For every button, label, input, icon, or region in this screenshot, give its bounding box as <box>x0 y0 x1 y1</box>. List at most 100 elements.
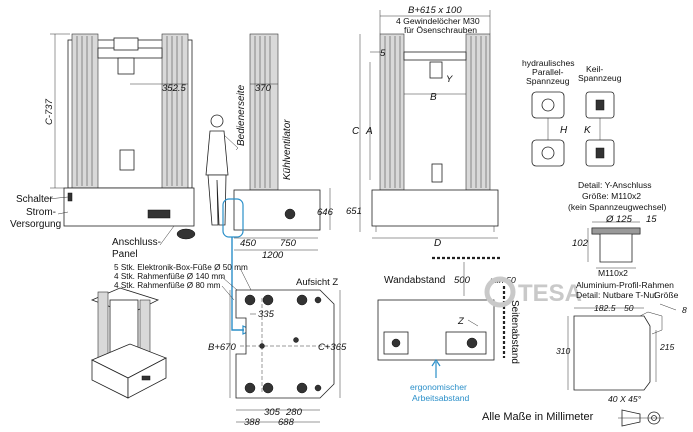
dim-335: 335 <box>258 309 275 320</box>
note-holes-1: 4 Gewindelöcher M30 <box>396 16 480 26</box>
dim-388: 388 <box>244 417 261 428</box>
dim-215: 215 <box>659 342 675 352</box>
profile-size-label: Größe <box>654 290 679 300</box>
profile-title: Aluminium-Profil-Rahmen <box>576 280 674 290</box>
dim-305: 305 <box>264 407 281 418</box>
label-operator-side: Bedienerseite <box>236 84 247 146</box>
watermark-text: TESA <box>518 280 582 307</box>
label-switch: Schalter <box>16 194 53 205</box>
front-switch <box>67 192 73 202</box>
dim-646: 646 <box>317 207 334 218</box>
watermark-logo: TESA <box>484 276 582 308</box>
right-right-column <box>465 33 491 191</box>
access-highlight <box>222 198 244 238</box>
dim-750: 750 <box>280 238 297 249</box>
wall-machine-right-box <box>445 331 487 355</box>
grip-hydraulic-2: Parallel- <box>532 67 564 77</box>
ergonomic-arrow-icon <box>431 358 441 367</box>
feet-note-2: 4 Stk. Rahmenfüße Ø 140 mm <box>114 272 225 281</box>
dim-651: 651 <box>346 206 362 217</box>
watermark-gear-icon <box>484 276 516 308</box>
right-crosshead <box>403 51 467 61</box>
profile-slot <box>639 311 663 335</box>
front-control-display <box>147 209 171 219</box>
grip-hydraulic-1: hydraulisches <box>522 58 575 68</box>
label-c: C <box>352 126 360 137</box>
label-y: Y <box>446 74 453 85</box>
detail-profile: Aluminium-Profil-Rahmen Detail: Nutbare … <box>556 280 687 404</box>
feet-note-3: 4 Stk. Rahmenfüße Ø 80 mm <box>114 281 221 290</box>
label-panel-2: Panel <box>112 249 138 260</box>
detail-y-thread: M110x2 <box>598 268 628 278</box>
profile-outline <box>573 315 651 391</box>
front-foot-emergency <box>176 228 196 240</box>
detail-y: Detail: Y-Anschluss Größe: M110x2 (kein … <box>568 180 667 278</box>
dim-15: 15 <box>646 214 657 225</box>
note-holes-2: für Ösenschrauben <box>404 25 477 35</box>
label-panel-1: Anschluss- <box>112 237 161 248</box>
side-view: 370 Bedienerseite Kühlventilator 646 450… <box>205 33 334 335</box>
dim-688: 688 <box>278 417 295 428</box>
front-top-grip <box>113 37 139 51</box>
projection-symbol-icon <box>618 409 664 427</box>
right-lower-grip <box>431 163 443 183</box>
feet-note-1: 5 Stk. Elektronik-Box-Füße Ø 50 mm <box>114 263 248 272</box>
front-lower-grip <box>119 149 135 171</box>
label-k: K <box>584 125 592 136</box>
front-left-column-ribs <box>76 36 183 186</box>
operator-figure <box>205 114 239 226</box>
label-side-distance: Seitenabstand <box>509 300 520 364</box>
ergonomic-2: Arbeitsabstand <box>412 393 470 403</box>
dim-dia-125: Ø 125 <box>605 214 633 225</box>
grip-wedge-2: Spannzeug <box>578 73 622 83</box>
right-base <box>371 189 499 227</box>
label-power-1: Strom- <box>26 207 56 218</box>
front-upper-grip <box>117 57 135 75</box>
right-column-ribs <box>384 36 487 188</box>
front-left-column <box>71 33 99 189</box>
ergonomic-1: ergonomischer <box>410 382 467 392</box>
label-wall: Wandabstand <box>384 275 445 286</box>
dim-450: 450 <box>240 238 257 249</box>
front-right-column <box>161 33 189 189</box>
side-column-ribs <box>254 36 271 188</box>
dim-size-8: 8 <box>682 305 687 315</box>
top-view: Aufsicht Z 335 B+670 C+365 305 280 388 6… <box>208 277 347 428</box>
machine-3d-view <box>90 287 167 399</box>
dim-352-5: 352.5 <box>162 83 186 94</box>
dim-40-45: 40 X 45° <box>608 394 642 404</box>
label-aufsicht-z: Aufsicht Z <box>296 277 338 288</box>
dim-c-737: C-737 <box>44 98 55 125</box>
side-column <box>249 33 279 191</box>
label-fan: Kühlventilator <box>282 119 293 180</box>
dim-102: 102 <box>572 238 589 249</box>
dim-b-615: B+615 x 100 <box>408 5 462 16</box>
label-power-2: Versorgung <box>10 219 61 230</box>
front-base <box>63 187 195 227</box>
footer-text: Alle Maße in Millimeter <box>482 411 594 423</box>
right-upper-grip <box>429 61 443 79</box>
grips: hydraulisches Parallel- Spannzeug Keil- … <box>522 58 622 167</box>
dim-500: 500 <box>454 275 471 286</box>
grip-wedge-1: Keil- <box>586 64 603 74</box>
front-view: C-737 352.5 Schalter Strom- Versorgung A… <box>10 33 196 260</box>
dim-1200: 1200 <box>262 250 284 261</box>
label-z: Z <box>457 316 465 327</box>
dim-182-5: 182.5 <box>594 303 616 313</box>
dim-310: 310 <box>556 346 571 356</box>
detail-y-size: Größe: M110x2 <box>582 191 641 201</box>
footer: Alle Maße in Millimeter <box>482 409 664 427</box>
detail-y-note: (kein Spannzeugwechsel) <box>568 202 667 212</box>
grip-hydraulic-3: Spannzeug <box>526 76 570 86</box>
access-path-line <box>231 237 244 331</box>
dim-c-365: C+365 <box>318 342 347 353</box>
right-view: B+615 x 100 4 Gewindelöcher M30 für Ösen… <box>346 5 499 249</box>
dim-370: 370 <box>255 83 272 94</box>
label-a: A <box>365 126 373 137</box>
profile-subtitle: Detail: Nutbare T-Nut <box>576 290 657 300</box>
dim-b-670: B+670 <box>208 342 236 353</box>
dim-280: 280 <box>285 407 303 418</box>
label-b: B <box>430 92 437 103</box>
